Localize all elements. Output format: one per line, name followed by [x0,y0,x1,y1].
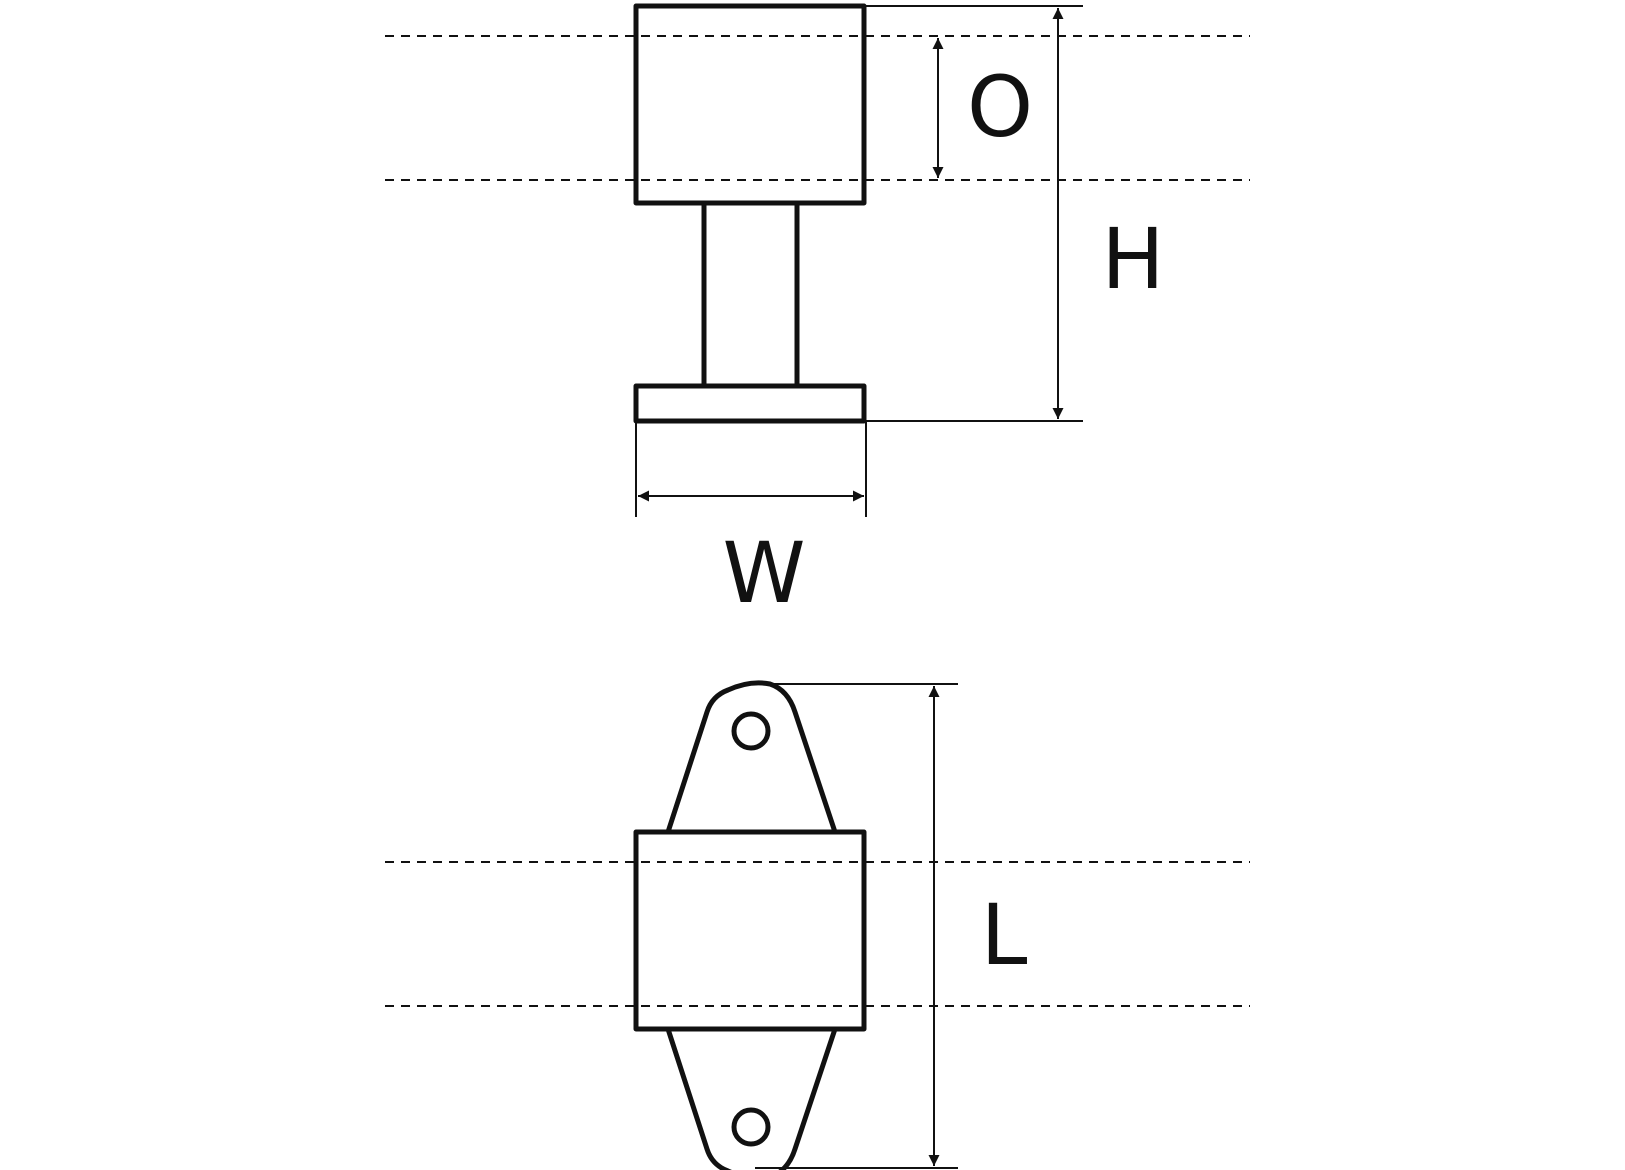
mount-base [633,383,867,424]
mounting-lug-top [665,680,838,833]
plan-view: L [385,680,1250,1170]
dimension-label-h: H [1101,210,1164,308]
side-view: O H W [385,3,1250,622]
mount-head [633,3,867,206]
mounting-lug-bottom [665,1028,838,1170]
mount-body [633,829,867,1032]
screw-hole-bottom [731,1107,771,1147]
dimension-label-l: L [981,886,1028,984]
dimension-label-o: O [967,58,1033,156]
dimension-label-w: W [722,524,805,622]
screw-hole-top [731,711,771,751]
